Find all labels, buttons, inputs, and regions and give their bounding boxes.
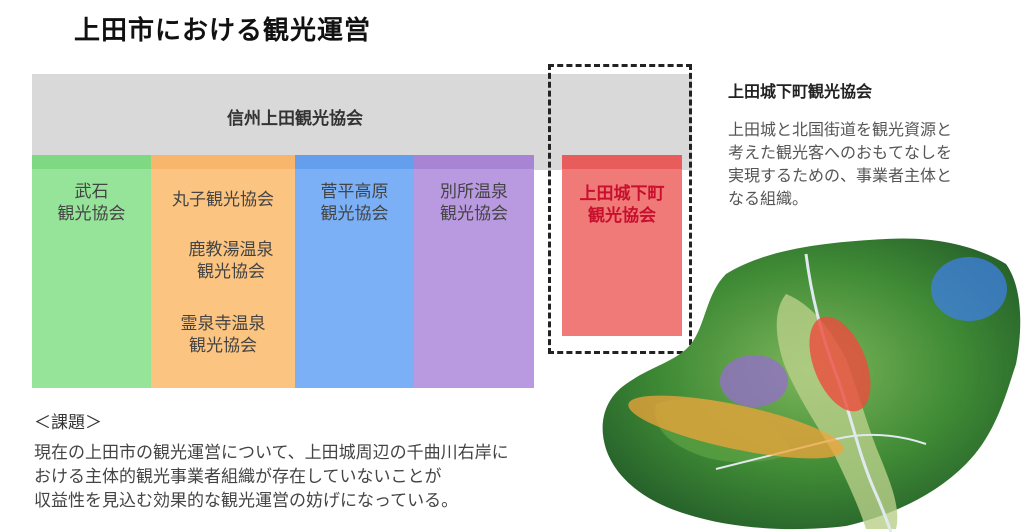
right-panel-description: 上田城と北国街道を観光資源と 考えた観光客へのおもてなしを 実現するための、事業… bbox=[728, 120, 953, 208]
river bbox=[804, 253, 893, 532]
column-top-bar bbox=[295, 155, 414, 169]
column-label: 上田城下町 観光協会 bbox=[579, 184, 665, 226]
region-maruko bbox=[628, 395, 844, 459]
column-maruko: 丸子観光協会 鹿教湯温泉 観光協会 霊泉寺温泉 観光協会 bbox=[151, 155, 295, 388]
column-label: 菅平高原 観光協会 bbox=[320, 182, 389, 224]
issue-body: 現在の上田市の観光運営について、上田城周辺の千曲川右岸に おける主体的観光事業者… bbox=[34, 443, 509, 511]
shinshu-ueda-band bbox=[32, 74, 692, 170]
region-bessho bbox=[720, 355, 788, 407]
column-top-bar bbox=[414, 155, 534, 169]
column-label: 別所温泉 観光協会 bbox=[440, 182, 508, 224]
right-panel-title: 上田城下町観光協会 bbox=[728, 82, 873, 101]
shinshu-ueda-label: 信州上田観光協会 bbox=[227, 109, 363, 129]
column-top-bar bbox=[562, 155, 682, 169]
region-sugadaira bbox=[931, 257, 1007, 321]
column-bessho: 別所温泉 観光協会 bbox=[414, 155, 534, 388]
column-top-bar bbox=[32, 155, 151, 169]
column-sugadaira: 菅平高原 観光協会 bbox=[295, 155, 414, 388]
dashed-highlight-frame bbox=[548, 64, 692, 354]
column-label: 丸子観光協会 bbox=[172, 190, 274, 210]
area-map-illustration bbox=[602, 238, 1021, 532]
column-takeshi: 武石 観光協会 bbox=[32, 155, 151, 388]
column-ueda-jokamachi: 上田城下町 観光協会 bbox=[562, 155, 682, 336]
page-title: 上田市における観光運営 bbox=[74, 16, 372, 46]
column-sub-label-reisenji: 霊泉寺温泉 観光協会 bbox=[180, 314, 266, 356]
region-ueda-jokamachi bbox=[809, 316, 871, 412]
column-top-bar bbox=[151, 155, 295, 169]
issue-heading: ＜課題＞ bbox=[34, 413, 102, 433]
column-label: 武石 観光協会 bbox=[57, 182, 126, 224]
column-sub-label-kakeyu: 鹿教湯温泉 観光協会 bbox=[188, 240, 274, 282]
